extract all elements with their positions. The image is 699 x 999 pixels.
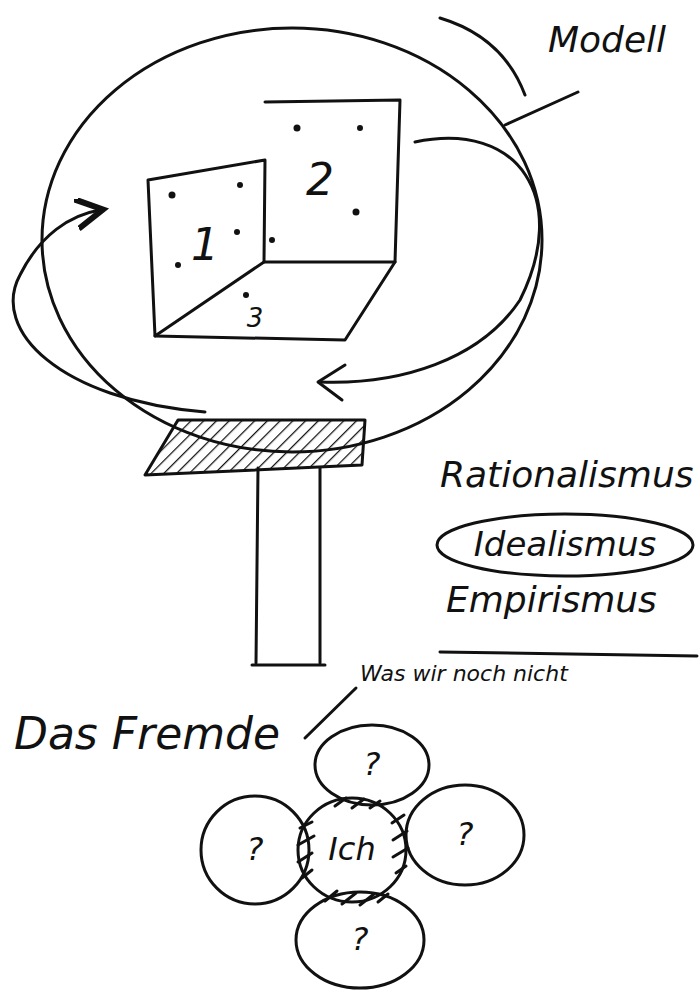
cube-face-number: 2 <box>295 150 345 210</box>
leader-line <box>505 92 578 125</box>
node-ellipse <box>296 892 424 988</box>
post <box>319 468 322 663</box>
node-text: Idealismus <box>474 526 656 563</box>
rotation-arrow <box>440 18 525 95</box>
die-pip <box>243 292 249 298</box>
underline <box>440 652 697 656</box>
cube-face <box>264 100 400 262</box>
cube-face <box>155 262 395 340</box>
unknown-circle: ? <box>199 794 311 906</box>
node-text: ? <box>457 817 474 852</box>
unknown-circle: ? <box>404 783 526 887</box>
self-circle: Ich <box>296 796 408 904</box>
circled-term: Idealismus <box>435 512 695 578</box>
node-text: ? <box>352 922 369 957</box>
note-label: Was wir noch nicht <box>360 662 568 686</box>
die-pip <box>357 125 363 131</box>
node-text: ? <box>364 747 381 782</box>
node-text: 3 <box>247 304 264 333</box>
die-pip <box>294 125 301 132</box>
die-pip <box>169 192 176 199</box>
unknown-circle: ? <box>294 890 426 990</box>
cube-face-number: 1 <box>180 215 230 275</box>
rotation-arrow <box>13 210 205 412</box>
post-base <box>252 664 325 667</box>
ism-term: Empirismus <box>446 580 657 620</box>
node-ellipse <box>315 725 429 805</box>
heading-label: Das Fremde <box>14 710 280 758</box>
die-pip <box>234 229 240 235</box>
node-text: Ich <box>328 832 375 867</box>
leader-line <box>305 688 356 738</box>
post <box>256 468 258 663</box>
model-label: Modell <box>548 20 666 60</box>
ism-term: Rationalismus <box>440 455 694 495</box>
cube-face-number: 3 <box>240 302 270 335</box>
die-pip <box>353 209 360 216</box>
rotation-arrow <box>320 138 540 382</box>
arrow-head <box>318 365 345 400</box>
die-pip <box>175 262 181 268</box>
node-text: 2 <box>306 156 334 204</box>
die-pip <box>237 182 243 188</box>
node-text: 1 <box>191 221 219 269</box>
die-pip <box>269 237 275 243</box>
node-ellipse <box>201 796 309 904</box>
cube-face <box>148 160 265 336</box>
model-circle <box>42 28 542 452</box>
node-text: ? <box>247 832 264 867</box>
node-ellipse <box>406 785 524 885</box>
node-ellipse <box>298 798 406 902</box>
unknown-circle: ? <box>313 723 431 807</box>
hatched-band <box>145 420 365 475</box>
node-ellipse <box>437 514 693 576</box>
